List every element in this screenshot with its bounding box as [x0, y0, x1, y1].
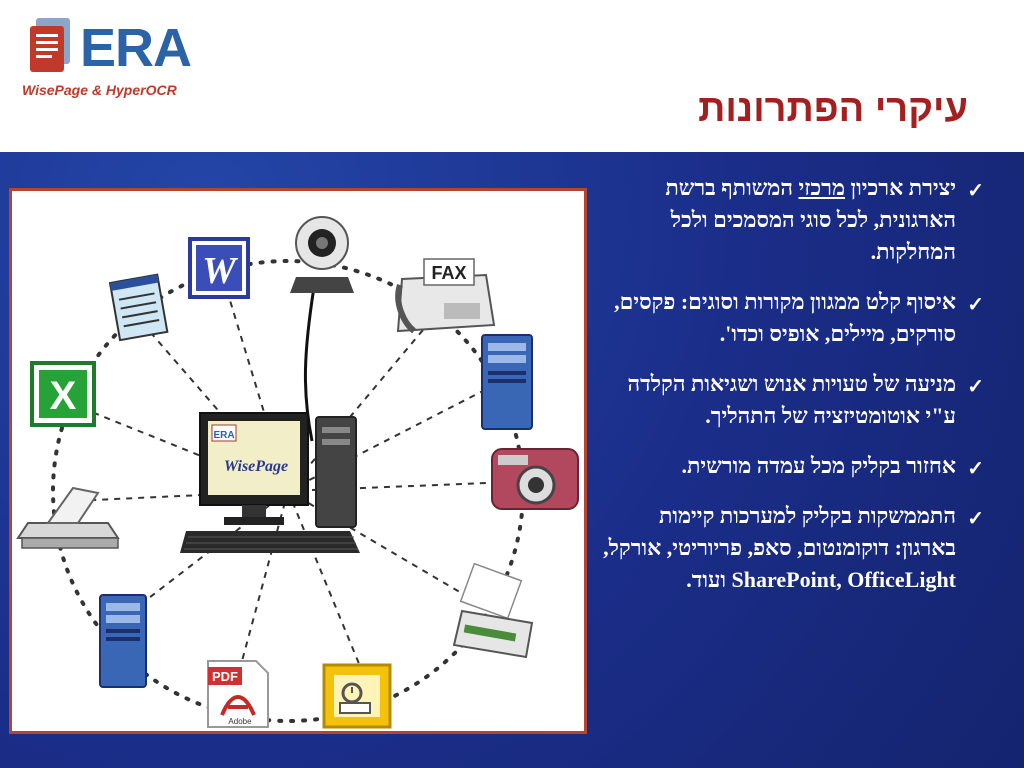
bullet-item: ✓ יצירת ארכיון מרכזי המשותף ברשת הארגוני… [594, 172, 984, 268]
checkmark-icon: ✓ [967, 376, 984, 398]
checkmark-icon: ✓ [967, 458, 984, 480]
bullet-text: מניעה של טעויות אנוש ושגיאות הקלדה ע"י א… [627, 371, 956, 428]
webcam-cable [303, 286, 316, 442]
bullet-text-before: יצירת ארכיון [845, 175, 956, 200]
bullet-item: ✓ אחזור בקליק מכל עמדה מורשית. [594, 450, 984, 482]
bullet-text: התממשקות בקליק למערכות קיימות בארגון: דו… [603, 503, 956, 592]
center-logo: ERA [213, 430, 234, 441]
checkmark-icon: ✓ [967, 294, 984, 316]
scanner-icon [16, 486, 120, 549]
bullet-text: איסוף קלט ממגוון מקורות וסוגים: פקסים, ס… [614, 289, 956, 346]
computer-icon: ERA WisePage [180, 412, 360, 553]
checkmark-icon: ✓ [967, 180, 984, 202]
word-letter: W [202, 250, 239, 292]
logo-tagline: WisePage & HyperOCR [22, 82, 177, 98]
page-title: עיקרי הפתרונות [698, 88, 968, 130]
pdf-label: PDF [212, 669, 238, 684]
bullet-item: ✓ מניעה של טעויות אנוש ושגיאות הקלדה ע"י… [594, 368, 984, 432]
webcam-icon [290, 216, 354, 293]
fax-label: FAX [431, 263, 466, 283]
outlook-icon [322, 663, 392, 729]
era-logo: ERA WisePage & HyperOCR [22, 12, 202, 104]
pdf-icon: PDF Adobe [207, 660, 269, 728]
diagram-canvas: W X [16, 216, 579, 729]
excel-letter: X [50, 374, 77, 418]
bullet-list: ✓ יצירת ארכיון מרכזי המשותף ברשת הארגוני… [594, 172, 984, 614]
camera-icon [491, 448, 579, 510]
logo-brand: ERA [80, 18, 192, 78]
excel-icon: X [30, 361, 96, 427]
bullet-item: ✓ התממשקות בקליק למערכות קיימות בארגון: … [594, 500, 984, 596]
network-diagram: W X [9, 188, 587, 734]
bullet-highlight: מרכזי [798, 175, 846, 200]
bullet-text-after: המשותף ברשת הארגונית, לכל סוגי המסמכים ו… [665, 175, 956, 264]
slide-header: ERA WisePage & HyperOCR עיקרי הפתרונות [0, 0, 1024, 152]
center-label: WisePage [224, 458, 288, 475]
notepad-icon [108, 273, 169, 342]
checkmark-icon: ✓ [967, 508, 984, 530]
word-icon: W [188, 237, 250, 299]
printer-icon [452, 562, 534, 659]
adobe-label: Adobe [228, 717, 252, 726]
fax-machine-icon: FAX [395, 258, 496, 334]
document-logo-icon [30, 18, 70, 72]
bullet-item: ✓ איסוף קלט ממגוון מקורות וסוגים: פקסים,… [594, 286, 984, 350]
server-tower-icon [481, 334, 533, 430]
bullet-text: אחזור בקליק מכל עמדה מורשית. [681, 453, 956, 478]
server-tower-icon [99, 594, 147, 688]
